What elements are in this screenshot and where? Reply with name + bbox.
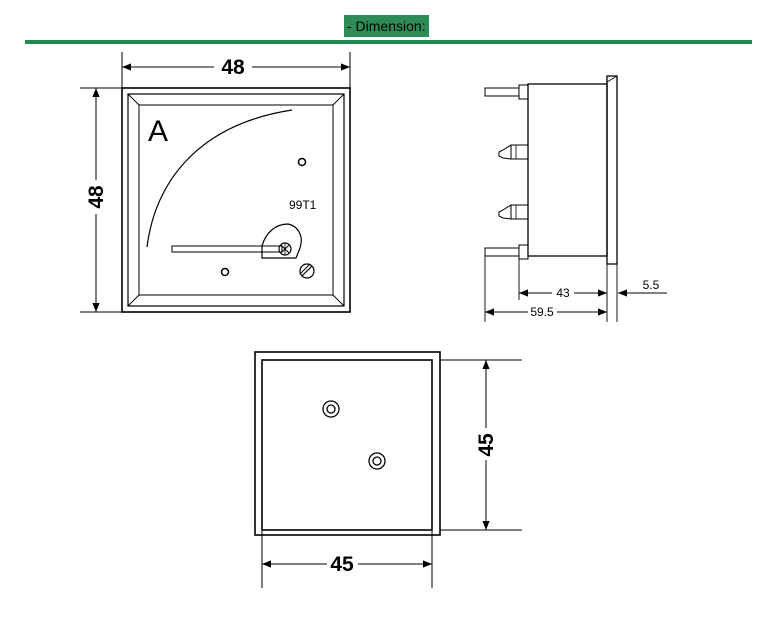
front-bezel-outer (121, 87, 351, 313)
side-top-stud (484, 87, 520, 97)
rear-height-dimension: 45 (475, 433, 498, 457)
front-bezel-inner (127, 93, 345, 307)
terminal-screw-icon (322, 400, 340, 418)
pointer-needle (171, 245, 283, 253)
side-flange-dimension: 5.5 (643, 278, 660, 292)
dial-dot-icon (297, 157, 307, 167)
front-view (80, 52, 351, 313)
front-dial-window (138, 104, 334, 296)
rear-flange-outline (254, 351, 441, 536)
side-bottom-stud (484, 247, 520, 257)
scale-arc (146, 109, 293, 248)
pivot-housing (261, 223, 302, 259)
section-title: - Dimension: (344, 15, 429, 37)
terminal-screw-icon (498, 144, 529, 160)
terminal-screw-icon (368, 452, 386, 470)
rear-body-outline (261, 359, 433, 531)
zero-adjust-screw-icon (299, 263, 315, 279)
front-height-dimension: 48 (85, 185, 108, 209)
side-body (527, 83, 608, 257)
section-divider (25, 40, 752, 44)
terminal-screw-icon (498, 204, 529, 220)
rear-view (254, 351, 522, 588)
side-total-depth-dimension: 59.5 (530, 305, 554, 319)
rear-width-dimension: 45 (330, 553, 354, 576)
dial-dot-icon (220, 267, 230, 277)
side-view (484, 75, 667, 322)
side-flange (606, 75, 618, 265)
meter-symbol: A (148, 115, 168, 148)
front-width-dimension: 48 (221, 56, 245, 79)
model-label: 99T1 (289, 198, 317, 212)
side-depth-dimension: 43 (556, 286, 570, 300)
